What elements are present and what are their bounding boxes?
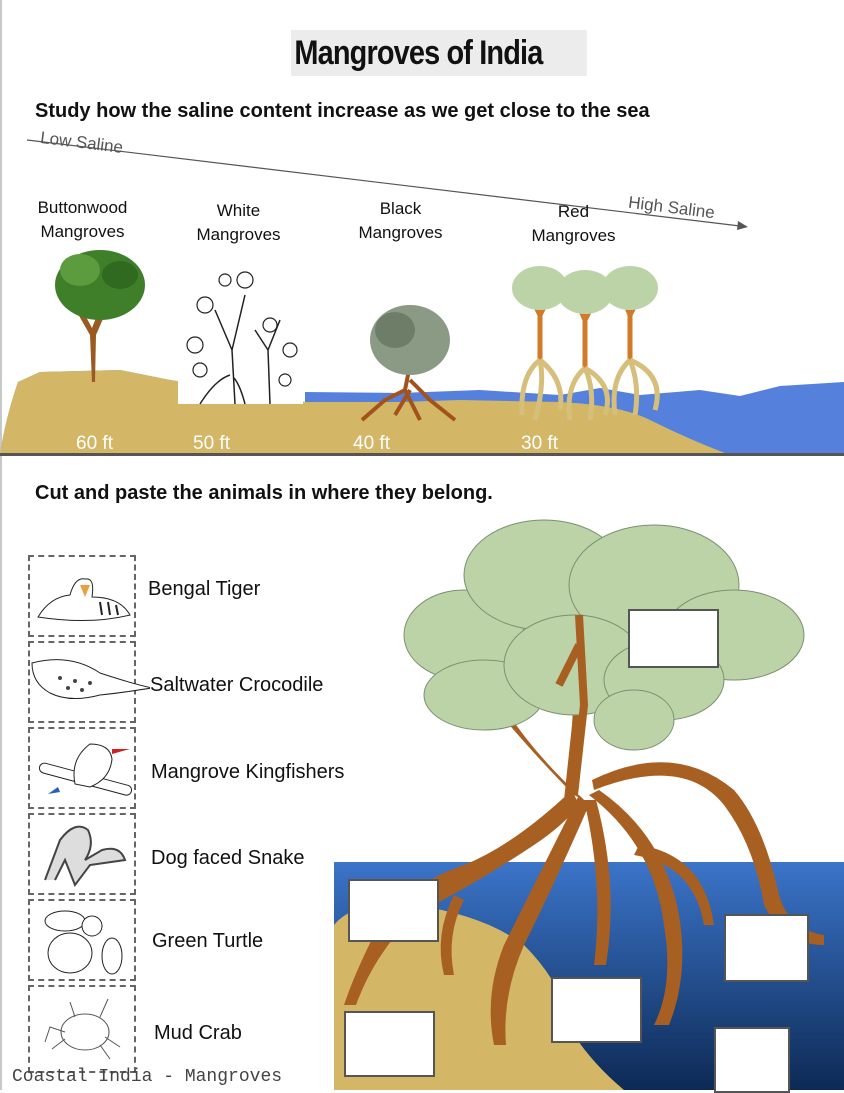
animal-card-turtle[interactable] xyxy=(28,899,136,981)
section-divider xyxy=(0,453,844,456)
black-mangrove-tree xyxy=(360,305,457,422)
height-label: 50 ft xyxy=(193,433,230,454)
footer-text: Coastal India - Mangroves xyxy=(12,1067,283,1087)
tree-type: Mangroves xyxy=(531,226,616,245)
drop-box-water-right[interactable] xyxy=(724,914,809,982)
section2-heading: Cut and paste the animals in where they … xyxy=(35,482,493,504)
animal-label: Saltwater Crocodile xyxy=(150,674,324,696)
crocodile-icon xyxy=(31,659,153,699)
red-mangrove-trees xyxy=(512,266,660,421)
page-title: Mangroves of India xyxy=(291,30,587,76)
kingfisher-icon xyxy=(38,743,133,796)
drop-box-canopy[interactable] xyxy=(628,609,719,668)
tree-name: White xyxy=(216,201,261,220)
tree-name: Buttonwood xyxy=(37,198,128,217)
height-label: 60 ft xyxy=(76,433,113,454)
page-border xyxy=(0,0,2,1090)
animal-card-snake[interactable] xyxy=(28,813,136,895)
tree-type: Mangroves xyxy=(40,222,125,241)
animal-label: Dog faced Snake xyxy=(151,847,305,869)
arrow-head-icon xyxy=(737,221,748,230)
tree-name: Red xyxy=(557,202,590,221)
drop-box-bank[interactable] xyxy=(348,879,439,942)
buttonwood-tree xyxy=(55,250,145,382)
drop-box-roots[interactable] xyxy=(551,977,642,1043)
animal-card-kingfisher[interactable] xyxy=(28,727,136,809)
tree-name: Black xyxy=(379,199,422,218)
drop-box-deep-water[interactable] xyxy=(714,1027,790,1093)
tiger-icon xyxy=(37,578,131,622)
mangrove-canopy xyxy=(403,519,805,751)
height-label: 40 ft xyxy=(353,433,390,454)
animal-label: Green Turtle xyxy=(152,930,264,952)
tree-type: Mangroves xyxy=(196,225,281,244)
tree-type: Mangroves xyxy=(358,223,443,242)
crab-icon xyxy=(44,998,121,1060)
section1-heading: Study how the saline content increase as… xyxy=(35,100,650,122)
animal-label: Mud Crab xyxy=(154,1022,242,1044)
saline-scene xyxy=(0,139,844,455)
white-mangrove-tree xyxy=(178,268,303,405)
turtle-icon xyxy=(44,910,123,975)
height-label: 30 ft xyxy=(521,433,558,454)
animal-label: Bengal Tiger xyxy=(148,578,261,600)
snake-icon xyxy=(44,825,127,888)
animal-card-crab[interactable] xyxy=(28,985,136,1073)
animal-card-crocodile[interactable] xyxy=(28,641,153,723)
animal-card-tiger[interactable] xyxy=(28,555,136,637)
animal-label: Mangrove Kingfishers xyxy=(151,761,345,783)
saline-arrow xyxy=(26,139,741,227)
drop-box-mud[interactable] xyxy=(344,1011,435,1077)
